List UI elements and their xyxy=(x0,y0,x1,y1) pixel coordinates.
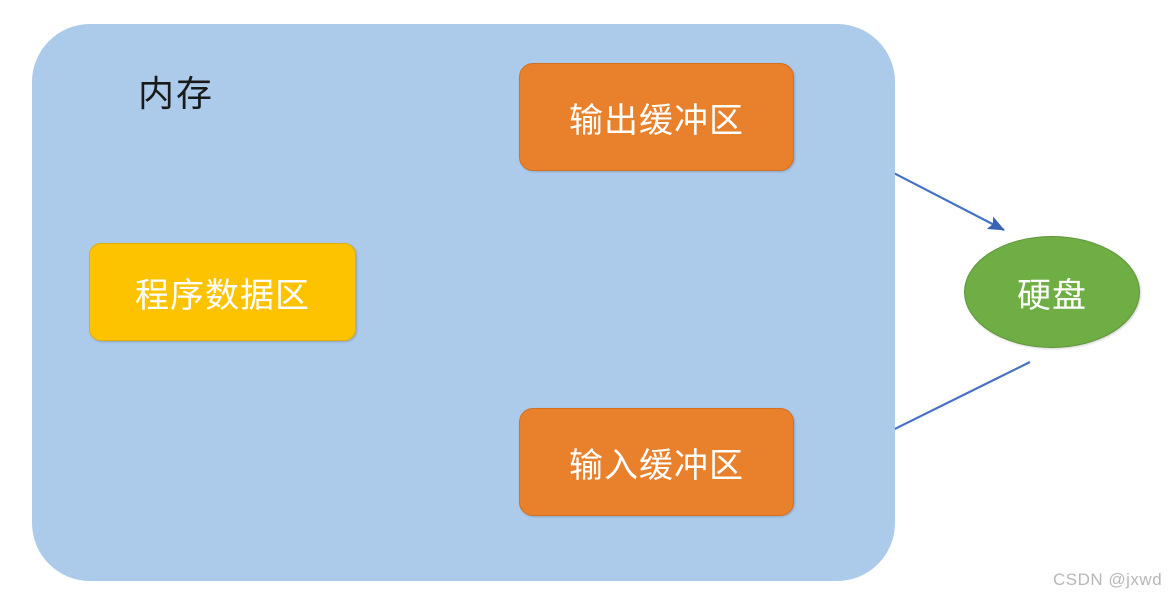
node-output-buffer[interactable]: 输出缓冲区 xyxy=(519,63,794,171)
node-hard-disk-label: 硬盘 xyxy=(1017,276,1087,315)
node-program-data-area-label: 程序数据区 xyxy=(135,276,310,315)
node-output-buffer-label: 输出缓冲区 xyxy=(569,101,744,140)
node-program-data-area[interactable]: 程序数据区 xyxy=(89,243,356,341)
node-hard-disk[interactable]: 硬盘 xyxy=(964,236,1140,348)
node-input-buffer[interactable]: 输入缓冲区 xyxy=(519,408,794,516)
csdn-watermark: CSDN @jxwd xyxy=(1053,570,1163,589)
node-input-buffer-label: 输入缓冲区 xyxy=(569,446,744,485)
memory-region-label: 内存 xyxy=(138,73,215,114)
